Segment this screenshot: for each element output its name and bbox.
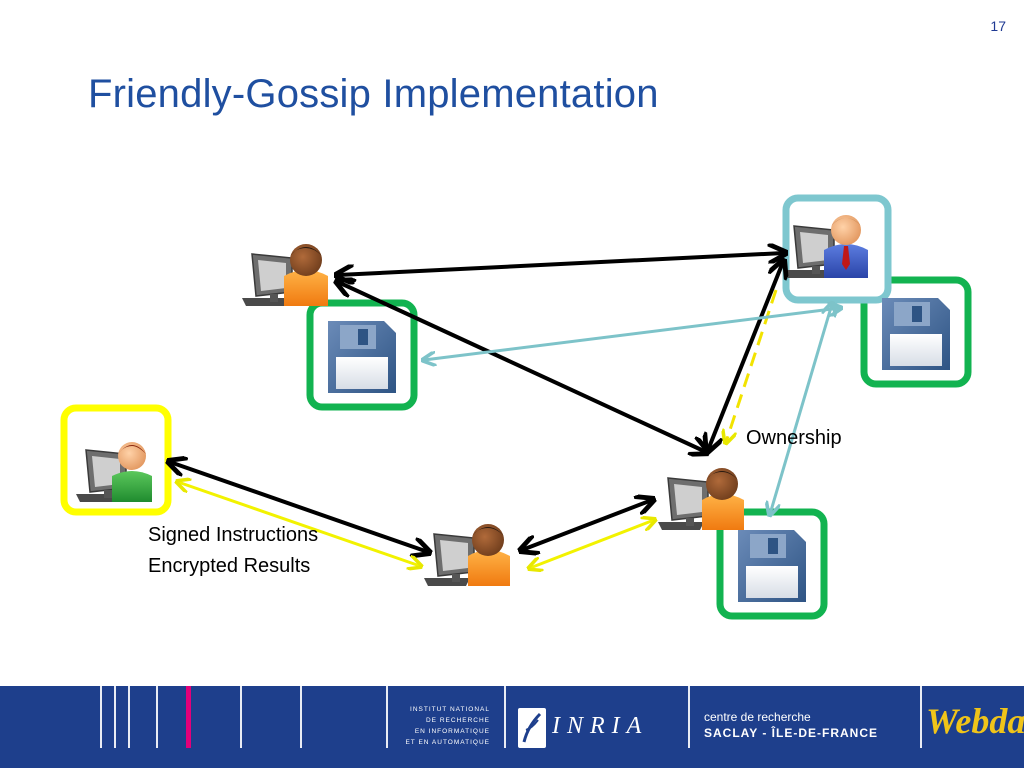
institute-name: INSTITUT NATIONAL DE RECHERCHE EN INFORM… [405, 706, 490, 746]
user-computer-icon [657, 468, 744, 531]
research-centre: centre de recherche SACLAY - ÎLE-DE-FRAN… [704, 710, 879, 740]
user-computer-icon [241, 244, 328, 307]
user-computer-icon [75, 442, 152, 503]
arrow-middle-to-right [522, 500, 652, 550]
teal-arrow-owner-storage [770, 304, 832, 514]
inria-logo-icon [518, 708, 546, 748]
user-computer-icon [423, 524, 510, 587]
floppy-disk-icon [738, 530, 806, 602]
ownership-dashed-arrow [726, 289, 778, 442]
webdam-logo: Webdam [926, 701, 1024, 741]
gossip-diagram [60, 194, 972, 620]
accent-stripe [186, 686, 191, 748]
inria-wordmark: INRIA [552, 713, 649, 739]
user-computer-icon [783, 215, 868, 279]
encrypted-results-label: Encrypted Results [148, 555, 311, 577]
slide-title: Friendly-Gossip Implementation [88, 72, 659, 116]
yellow-arrow-right [530, 520, 654, 568]
floppy-disk-icon [328, 321, 396, 393]
ownership-label: Ownership [746, 427, 842, 449]
yellow-arrow-client [178, 482, 420, 566]
slide-number: 17 [990, 18, 1006, 34]
arrow-top-horizontal [338, 253, 784, 275]
teal-arrow-storage [424, 308, 840, 360]
signed-instructions-label: Signed Instructions [148, 524, 319, 546]
footer-bar: INSTITUT NATIONAL DE RECHERCHE EN INFORM… [0, 686, 1024, 768]
arrow-bottom-right-to-owner [708, 262, 783, 450]
floppy-disk-icon [882, 298, 950, 370]
